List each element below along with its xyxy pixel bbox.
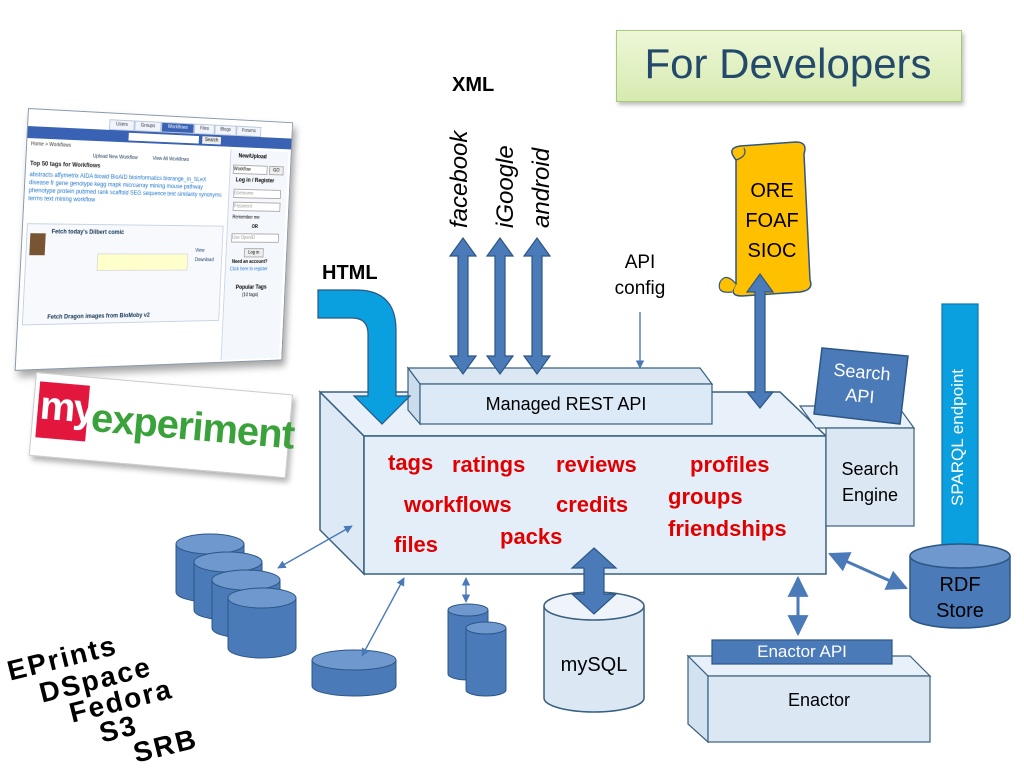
result-1-title[interactable]: Fetch today's Dilbert comic <box>51 229 124 236</box>
description-box <box>96 253 188 271</box>
sidebar-type-select[interactable]: Workflow <box>233 165 268 175</box>
client-facebook: facebook <box>446 131 474 228</box>
format-sioc: SIOC <box>740 236 804 266</box>
avatar <box>29 233 46 255</box>
search-engine-line-2: Engine <box>826 482 914 508</box>
tags-heading: Top 50 tags for Workflows <box>30 161 101 169</box>
android-arrow <box>524 238 550 374</box>
facebook-arrow <box>450 238 476 374</box>
feature-friendships: friendships <box>668 516 787 542</box>
rdf-store-line-2: Store <box>910 598 1010 624</box>
client-android: android <box>528 148 556 228</box>
enactor-api-label: Enactor API <box>712 642 892 662</box>
rdf-store-arrow <box>830 554 906 588</box>
managed-rest-api-label: Managed REST API <box>420 394 712 415</box>
api-config-line-2: config <box>608 276 672 302</box>
format-foaf: FOAF <box>740 206 804 236</box>
download-link[interactable]: Download <box>195 257 214 263</box>
feature-credits: credits <box>556 492 628 518</box>
sidebar-or: OR <box>252 224 258 230</box>
tag-cloud[interactable]: abstracts affymetrix AIDA bioaid BioAID … <box>28 171 224 207</box>
upload-workflow-link[interactable]: Upload New Workflow <box>93 154 138 161</box>
flat-disk <box>312 650 396 696</box>
sparql-endpoint-label: SPARQL endpoint <box>948 369 968 506</box>
rdf-store-line-1: RDF <box>910 572 1010 598</box>
sidebar-login-button[interactable]: Log in <box>244 248 264 257</box>
sidebar-need-account: Need an account? <box>232 259 268 265</box>
search-api-label: Search API <box>816 356 906 411</box>
slide-title: For Developers <box>616 34 960 94</box>
api-config-label: API config <box>608 250 672 302</box>
html-label: HTML <box>322 262 378 285</box>
search-engine-label: Search Engine <box>826 456 914 508</box>
view-all-workflows-link[interactable]: View All Workflows <box>152 156 189 163</box>
feature-files: files <box>394 532 438 558</box>
results-panel <box>22 223 224 325</box>
mysql-label: mySQL <box>544 654 644 677</box>
sidebar-username-field[interactable]: Username <box>233 189 281 199</box>
sidebar-popular-count: (10 tags) <box>242 292 258 298</box>
feature-workflows: workflows <box>404 492 512 518</box>
sidebar-remember-me[interactable]: Remember me <box>232 215 260 221</box>
sidebar-popular-tags: Popular Tags <box>236 285 267 291</box>
feature-ratings: ratings <box>452 452 525 478</box>
breadcrumb: Home > Workflows <box>31 141 71 149</box>
client-igoogle: iGoogle <box>492 145 520 228</box>
search-button[interactable]: Search <box>202 136 221 144</box>
feature-tags: tags <box>388 450 433 476</box>
enactor-label: Enactor <box>708 690 930 711</box>
sidebar-register-link[interactable]: Click here to register <box>230 267 268 273</box>
sidebar-login-heading: Log in / Register <box>236 178 275 185</box>
feature-groups: groups <box>668 484 743 510</box>
logo-experiment: experiment <box>89 396 296 459</box>
sidebar-password-field[interactable]: Password <box>233 202 281 212</box>
sidebar-new-upload: New/Upload <box>238 154 266 161</box>
api-config-line-1: API <box>608 250 672 276</box>
igoogle-arrow <box>487 238 513 374</box>
twin-disks <box>448 604 506 696</box>
rdf-store-label: RDF Store <box>910 572 1010 624</box>
logo-my: my <box>38 384 96 434</box>
myexperiment-website-screenshot: Users Groups Workflows Files Blogs Forum… <box>15 108 293 371</box>
feature-reviews: reviews <box>556 452 637 478</box>
sidebar-go-button[interactable]: GO <box>269 166 284 176</box>
rdf-formats-list: ORE FOAF SIOC <box>740 176 804 266</box>
format-ore: ORE <box>740 176 804 206</box>
repository-disk-stack <box>176 534 296 658</box>
view-link[interactable]: View <box>195 248 204 254</box>
feature-packs: packs <box>500 524 562 550</box>
feature-profiles: profiles <box>690 452 769 478</box>
xml-label: XML <box>452 74 494 97</box>
flat-disk-connector <box>362 578 404 656</box>
search-engine-line-1: Search <box>826 456 914 482</box>
sidebar-openid-field[interactable]: Use OpenID <box>231 233 279 243</box>
